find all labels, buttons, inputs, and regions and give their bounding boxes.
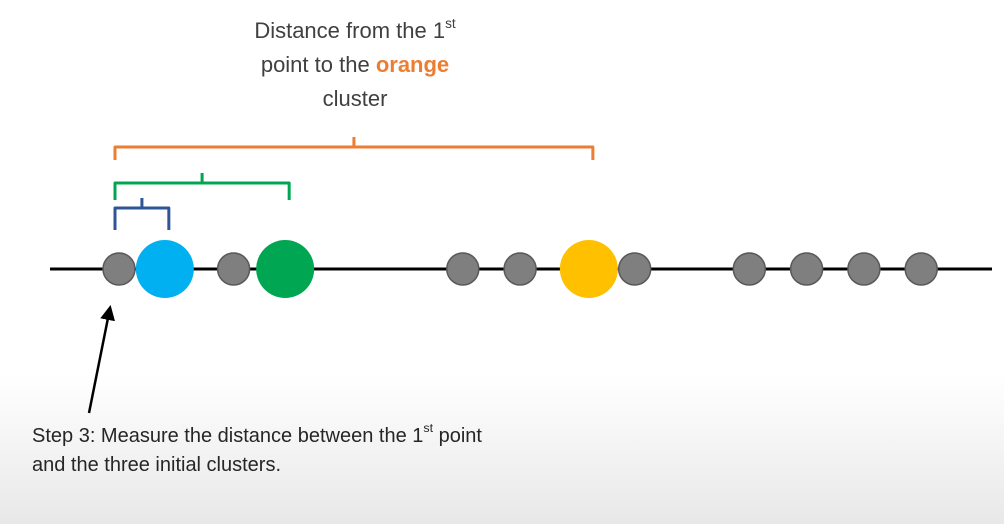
brackets <box>113 137 595 230</box>
diagram-title: Distance from the 1st point to the orang… <box>200 14 510 116</box>
data-point-9 <box>847 252 881 286</box>
distance-bracket-3 <box>113 137 595 160</box>
distance-bracket-2 <box>113 173 291 200</box>
step-caption: Step 3: Measure the distance between the… <box>32 422 512 480</box>
distance-bracket-1 <box>113 198 171 230</box>
bottom-fade <box>0 374 1004 524</box>
title-line3: cluster <box>322 86 388 111</box>
caption-part1: Step 3: Measure the distance between the… <box>32 425 424 447</box>
green-cluster <box>256 240 315 298</box>
caption-superscript: st <box>423 421 434 436</box>
title-line1: Distance from the 1 <box>254 18 446 43</box>
orange-cluster <box>559 240 618 298</box>
points <box>102 240 938 298</box>
title-orange-word: orange <box>375 52 450 77</box>
title-line2: point to the <box>260 52 376 77</box>
title-superscript: st <box>445 15 456 31</box>
pointer-arrow <box>87 305 116 414</box>
data-point-1 <box>102 252 136 286</box>
data-point-3 <box>216 252 251 286</box>
caption-part2: point and the three initial clusters. <box>32 425 482 476</box>
data-point-4 <box>446 252 480 286</box>
data-point-8 <box>789 252 824 286</box>
data-point-6 <box>617 252 652 286</box>
data-point-7 <box>732 252 767 286</box>
blue-cluster <box>135 240 194 298</box>
data-point-5 <box>503 252 537 286</box>
data-point-10 <box>904 252 938 286</box>
